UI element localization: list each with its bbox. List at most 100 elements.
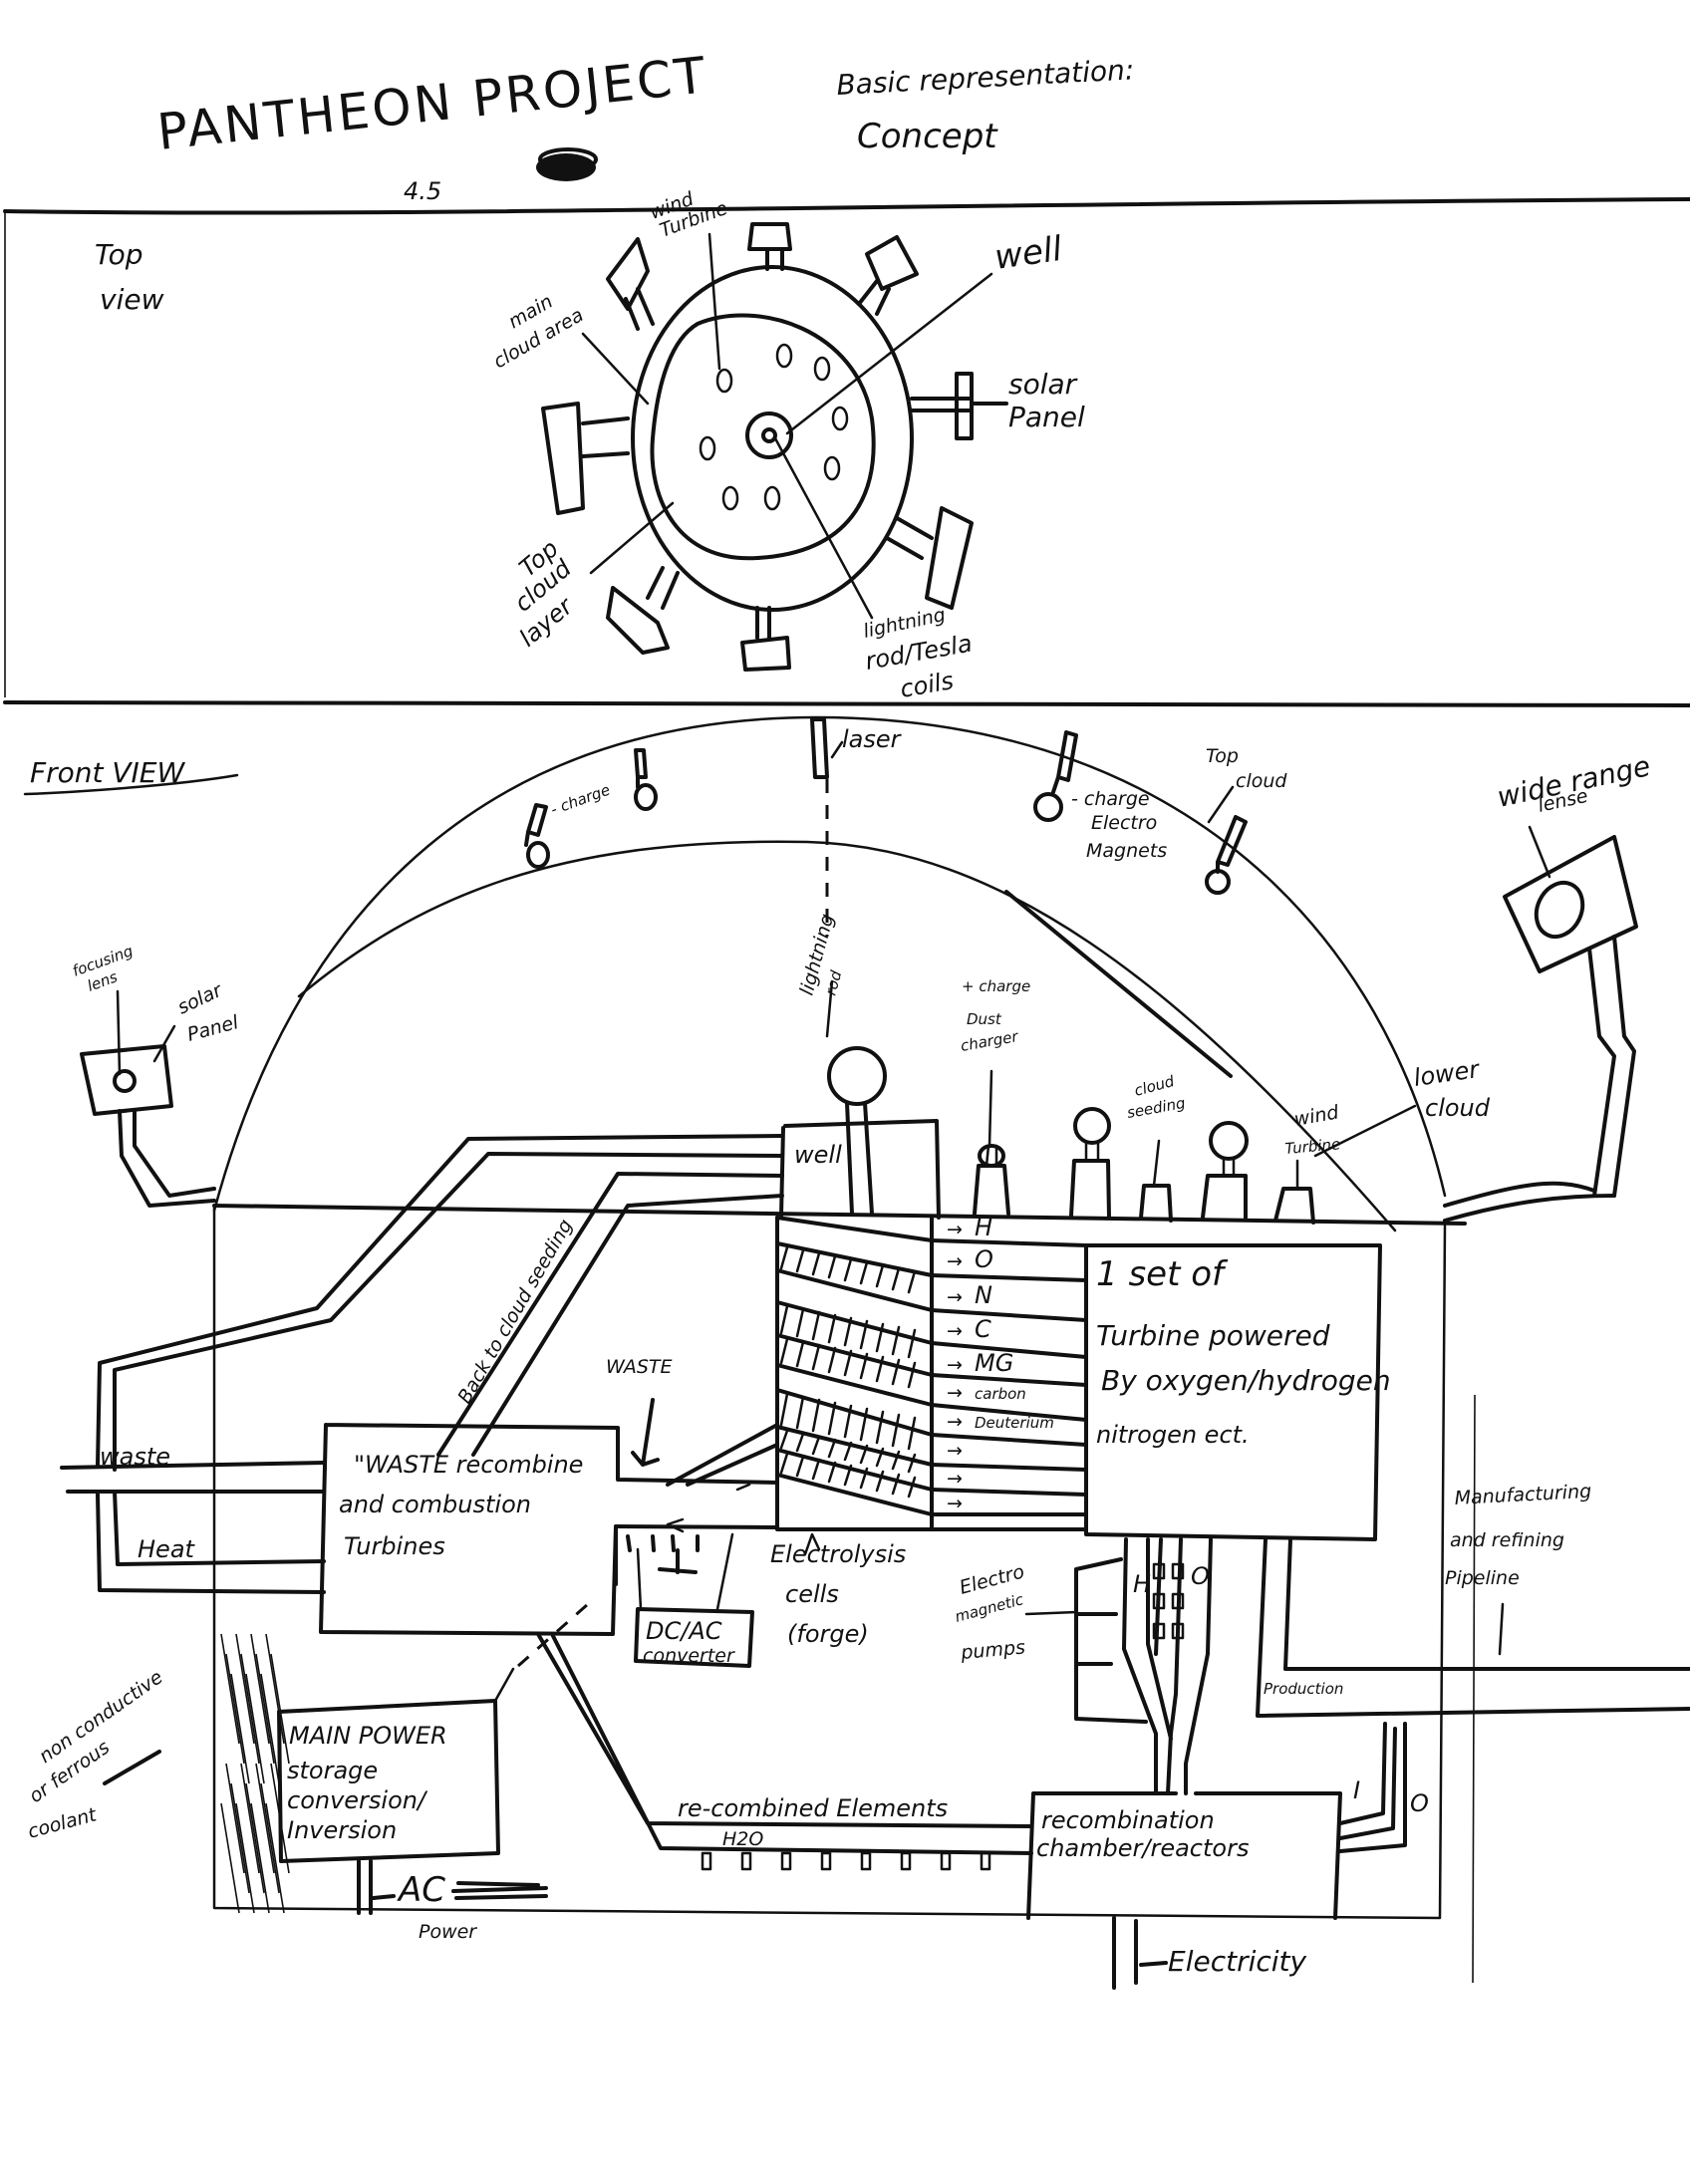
leader-laser — [830, 740, 844, 759]
pipe-valve — [820, 1851, 832, 1871]
leader-lightning-rod — [773, 436, 874, 620]
label-dcac-2: converter — [643, 1645, 735, 1667]
pipe-valves — [701, 1851, 991, 1871]
label-main-power-2: storage — [287, 1757, 378, 1784]
electrolysis-hatch — [779, 1392, 789, 1427]
subtitle-line1: Basic representation: — [836, 53, 1135, 102]
wide-range-lens — [1443, 835, 1638, 1223]
io-loop-pipe — [1338, 1722, 1407, 1853]
coolant-hatch — [255, 1653, 275, 1765]
label-io-i: I — [1353, 1776, 1360, 1804]
label-recombined: re-combined Elements — [678, 1794, 948, 1822]
coolant-hatch — [220, 1802, 240, 1914]
electrolysis-hatch — [811, 1398, 821, 1433]
label-charge-left: - charge — [548, 781, 612, 819]
well-outer-icon — [745, 411, 793, 459]
electrolysis-hatch — [891, 1266, 901, 1291]
lightning-rod-shaft — [845, 1101, 874, 1216]
electrolysis-hatch — [843, 1257, 853, 1282]
electrolysis-hatch — [827, 1438, 837, 1459]
coolant-hatch — [240, 1653, 260, 1765]
electrolysis-hatch — [795, 1307, 805, 1338]
coolant-hatch — [230, 1673, 250, 1784]
electrolysis-hatch — [843, 1464, 853, 1487]
label-power: Power — [419, 1921, 477, 1943]
element-flow-arrow-icon: → — [947, 1286, 963, 1308]
pipe-back-to-cloud-seeding — [436, 1172, 784, 1457]
coolant-hatch — [220, 1633, 240, 1745]
electrolysis-hatch — [827, 1401, 837, 1436]
coolant-hatch — [260, 1673, 280, 1784]
turbine-box — [1084, 1243, 1382, 1541]
label-em-pumps-3: pumps — [960, 1636, 1026, 1664]
label-waste-box-3: Turbines — [344, 1532, 445, 1560]
label-wind-front: wind — [1292, 1101, 1341, 1131]
element-label: Deuterium — [975, 1414, 1054, 1432]
element-flow-arrow-icon: → — [947, 1493, 963, 1514]
label-production: Production — [1264, 1680, 1343, 1698]
label-manufacturing-3: Pipeline — [1445, 1567, 1520, 1589]
converter-terminals — [614, 1527, 700, 1586]
return-arrows — [666, 1483, 751, 1533]
electrolysis-hatch — [779, 1245, 789, 1270]
label-manufacturing-2: and refining — [1450, 1529, 1564, 1551]
element-flow-arrow-icon: → — [947, 1219, 963, 1240]
electrolysis-hatch — [779, 1304, 789, 1335]
coolant-hatch — [240, 1763, 260, 1874]
element-label: C — [975, 1315, 991, 1343]
leader-top-cloud-front — [1207, 785, 1235, 824]
subtitle-line2: Concept — [857, 117, 998, 156]
recombination-chamber-box — [1026, 1791, 1342, 1920]
main-power-lead — [493, 1667, 515, 1703]
element-flow-arrow-icon: → — [947, 1411, 963, 1433]
coolant-hatch — [230, 1782, 250, 1894]
label-rod-front: rod — [821, 968, 845, 997]
electrolysis-hatch — [907, 1453, 917, 1474]
electrolysis-hatch — [875, 1447, 885, 1468]
electrolysis-hatch — [795, 1395, 805, 1430]
label-seeding: seeding — [1126, 1094, 1187, 1122]
leader-wind-lower-cloud — [1313, 1104, 1417, 1158]
electrolysis-hatch — [875, 1470, 885, 1493]
charge-electrodes-right — [1033, 730, 1248, 895]
element-flow-arrow-icon: → — [947, 1382, 963, 1404]
top-view-heading-2: view — [100, 283, 164, 316]
label-solar-front: solar — [174, 979, 226, 1019]
label-charger: charger — [960, 1027, 1020, 1055]
element-label: MG — [975, 1349, 1013, 1377]
leader-top-cloud — [589, 501, 675, 575]
electrolysis-hatch — [827, 1346, 837, 1374]
label-recomb-2: chamber/reactors — [1036, 1834, 1249, 1862]
waste-down-arrow — [631, 1398, 660, 1467]
electrolysis-hatch — [779, 1429, 789, 1450]
pipe-valve — [740, 1851, 752, 1871]
label-back-to-cloud: Back to cloud seeding — [453, 1216, 577, 1407]
label-recomb-1: recombination — [1041, 1806, 1215, 1834]
pipe-valve — [980, 1851, 991, 1871]
label-electricity: Electricity — [1168, 1945, 1307, 1978]
element-label: H — [975, 1214, 992, 1241]
label-dust: Dust — [967, 1010, 1002, 1028]
label-pump-h: H — [1133, 1570, 1151, 1598]
label-cloud-front: cloud — [1236, 770, 1287, 792]
recombined-elements-pipe — [536, 1632, 1033, 1855]
topview-divider — [3, 700, 1690, 707]
electrolysis-hatch — [779, 1452, 789, 1475]
label-waste-arrow: WASTE — [606, 1356, 673, 1378]
base-outline — [212, 1204, 1447, 1920]
main-power-box — [277, 1699, 500, 1863]
label-turbine-box-3: By oxygen/hydrogen — [1101, 1364, 1391, 1397]
label-laser: laser — [842, 725, 903, 753]
label-coolant-3: coolant — [26, 1803, 101, 1843]
coolant-hatch — [255, 1763, 275, 1874]
pipe-valve — [940, 1851, 952, 1871]
electrolysis-hatch — [859, 1260, 869, 1285]
electrolysis-up-arrow — [803, 1532, 821, 1556]
electrolysis-hatch — [859, 1467, 869, 1490]
label-solar: solar — [1008, 368, 1078, 401]
lightning-rod-center-icon — [761, 427, 777, 443]
label-turbine-front: Turbine — [1284, 1135, 1341, 1158]
electrolysis-hatch — [811, 1251, 821, 1276]
element-channels — [930, 1238, 1088, 1531]
label-main-power-1: MAIN POWER — [289, 1722, 447, 1750]
